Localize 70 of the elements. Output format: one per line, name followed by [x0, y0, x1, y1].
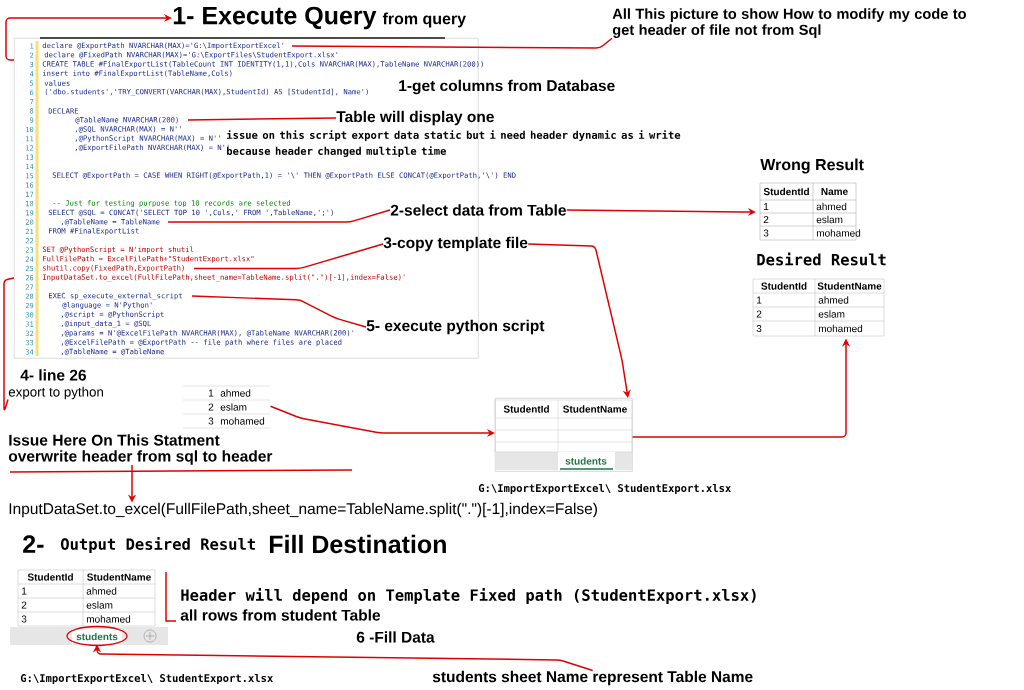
table-cell: eslam: [220, 403, 247, 411]
table-header: Name: [821, 188, 848, 195]
step-label: 6 -Fill Data: [356, 631, 435, 643]
annotation: students sheet Name represent Table Name: [432, 670, 753, 686]
subheading: from query: [382, 12, 466, 28]
table-cell: 3: [756, 324, 762, 333]
table-cell: ahmed: [816, 202, 847, 211]
table-cell: 3: [208, 417, 214, 425]
file-path: G:\ImportExportExcel\ StudentExport.xlsx: [478, 483, 731, 495]
table-header: StudentId: [761, 282, 807, 290]
table-header: StudentName: [87, 573, 151, 581]
heading: Fill Destination: [269, 534, 446, 554]
data-table: [752, 252, 886, 337]
annotation: Issue Here On This Statment overwrite header from sql to header: [8, 434, 273, 465]
table-cell: 1: [764, 203, 769, 210]
annotation: Table will display one: [336, 110, 494, 126]
step-label: 2-select data from Table: [390, 204, 566, 216]
table-cell: 2: [21, 601, 27, 609]
subheading: Output Desired Result: [60, 537, 255, 553]
connector-line: [291, 37, 613, 49]
table-header: StudentId: [503, 405, 549, 413]
table-title: Desired Result: [757, 252, 886, 266]
heading: 2-: [23, 535, 44, 553]
table-cell: eslam: [86, 601, 113, 609]
step-label: 3-copy template file: [383, 236, 528, 252]
node-label: students: [76, 632, 118, 641]
note: All This picture to show How to modify my code to get header of file not from Sql: [612, 8, 966, 38]
table-cell: 3: [21, 615, 27, 623]
table-cell: ahmed: [818, 296, 849, 304]
connector-line: [191, 295, 367, 328]
arrow: [527, 243, 631, 398]
table-cell: 2: [208, 403, 214, 411]
table-cell: 2: [756, 310, 762, 318]
table-cell: eslam: [816, 215, 843, 224]
arrow: [5, 13, 172, 61]
step-label: 5- execute python script: [366, 319, 545, 335]
code-statement: InputDataSet.to_excel(FullFilePath,sheet_name=TableName.split(".")[-1],index=False): [9, 502, 597, 518]
note: issue on this script export data static but i need header dynamic as i write because header changed multiple time: [227, 130, 681, 157]
table-header: StudentName: [563, 405, 627, 413]
table-cell: 2: [763, 216, 769, 223]
annotation: export to python: [8, 386, 103, 400]
table-cell: ahmed: [220, 389, 251, 397]
heading: 1- Execute Query: [173, 6, 377, 30]
data-table: [182, 385, 271, 429]
connector-line: [167, 209, 391, 223]
sheet-tab: students: [72, 629, 122, 645]
table-header: StudentId: [27, 573, 73, 581]
annotation: 1-get columns from Database: [399, 79, 615, 95]
spreadsheet: [478, 398, 731, 495]
table-cell: 1: [22, 587, 27, 595]
table-cell: ahmed: [86, 587, 117, 595]
table-cell: mohamed: [86, 615, 131, 623]
table-cell: eslam: [818, 310, 845, 318]
table-header: StudentId: [763, 187, 809, 196]
table-cell: mohamed: [220, 417, 265, 425]
table-cell: 1: [208, 389, 214, 397]
connector-line: [193, 243, 384, 270]
table-title: Wrong Result: [760, 158, 864, 174]
table-cell: mohamed: [818, 324, 863, 333]
table-cell: 1: [757, 296, 762, 304]
annotation: Header will depend on Template Fixed path (StudentExport.xlsx): [181, 588, 756, 604]
annotation: all rows from student Table: [180, 609, 381, 621]
data-table: [759, 158, 864, 241]
step-label: 4- line 26: [20, 369, 86, 381]
table-cell: mohamed: [816, 229, 861, 237]
table-cell: 3: [763, 229, 769, 237]
sheet-tab: students: [558, 452, 615, 470]
connector-line: [187, 117, 337, 121]
file-path: G:\ImportExportExcel\ StudentExport.xlsx: [20, 673, 273, 685]
table-header: StudentName: [817, 282, 882, 290]
